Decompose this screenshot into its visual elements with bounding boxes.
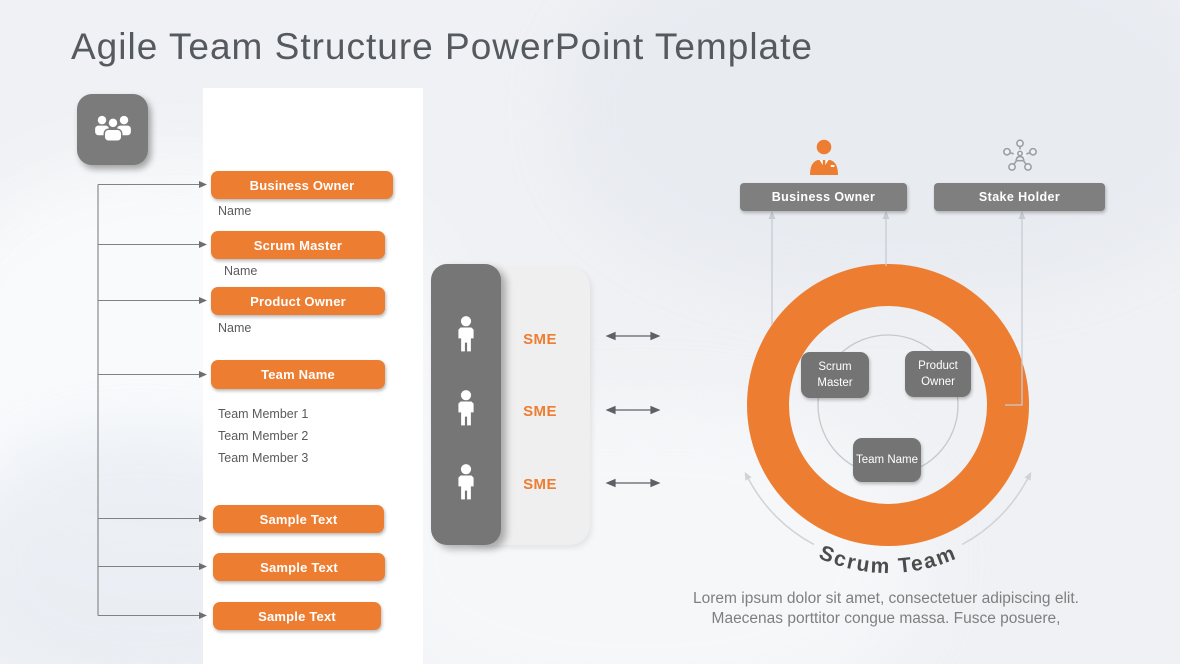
sme-label: SME [523,403,557,420]
box-label: Product Owner [918,359,958,388]
rotation-arc [747,478,1029,546]
businessman-icon [802,138,846,181]
org-node-label: Sample Text [258,608,336,624]
org-node-sample-1[interactable]: Sample Text [213,505,384,533]
name-placeholder: Name [224,264,258,278]
org-node-label: Sample Text [260,559,338,575]
page-title: Agile Team Structure PowerPoint Template [71,26,813,67]
name-placeholder: Name [218,321,252,335]
org-node-scrum-master[interactable]: Scrum Master [211,231,385,259]
scrum-ring [747,264,1029,546]
stakeholder-network-icon [999,136,1041,183]
stake-holder-box[interactable]: Stake Holder [934,183,1105,211]
org-node-product-owner[interactable]: Product Owner [211,287,385,315]
team-group-tile[interactable] [77,94,148,165]
team-member-item: Team Member 1 [218,407,309,421]
business-owner-box[interactable]: Business Owner [740,183,907,211]
box-label: Team Name [856,453,918,466]
org-node-label: Product Owner [250,293,346,309]
org-node-business-owner[interactable]: Business Owner [211,171,393,199]
person-icon [453,382,479,434]
ring-box-scrum-master[interactable]: Scrum Master [801,352,869,398]
ring-box-product-owner[interactable]: Product Owner [905,351,971,397]
sme-double-arrows [605,331,661,488]
org-node-team-name[interactable]: Team Name [211,360,385,389]
footer-placeholder-text: Lorem ipsum dolor sit amet, consectetuer… [650,589,1122,629]
sme-label: SME [523,331,557,348]
ring-to-box-arrowheads [768,211,1026,219]
person-icon [453,456,479,508]
org-node-label: Team Name [261,367,335,382]
people-group-icon [91,112,135,147]
org-node-label: Scrum Master [253,237,343,253]
org-node-label: Sample Text [259,511,338,527]
footer-line-1: Lorem ipsum dolor sit amet, consectetuer… [693,590,1079,607]
org-tree-connectors [97,183,199,617]
scrum-team-curved-label: Scrum Team [816,541,960,578]
name-placeholder: Name [218,204,252,218]
sme-label: SME [523,476,557,493]
team-member-item: Team Member 3 [218,451,309,465]
person-icon [453,308,479,360]
ring-box-team-name[interactable]: Team Name [853,438,921,482]
box-label: Scrum Master [817,360,853,389]
box-label: Business Owner [771,190,876,204]
org-node-sample-2[interactable]: Sample Text [213,553,385,581]
team-member-item: Team Member 2 [218,429,309,443]
box-label: Stake Holder [978,190,1061,204]
org-node-sample-3[interactable]: Sample Text [213,602,381,630]
footer-line-2: Maecenas porttitor congue massa. Fusce p… [711,610,1061,628]
org-node-label: Business Owner [249,177,355,193]
